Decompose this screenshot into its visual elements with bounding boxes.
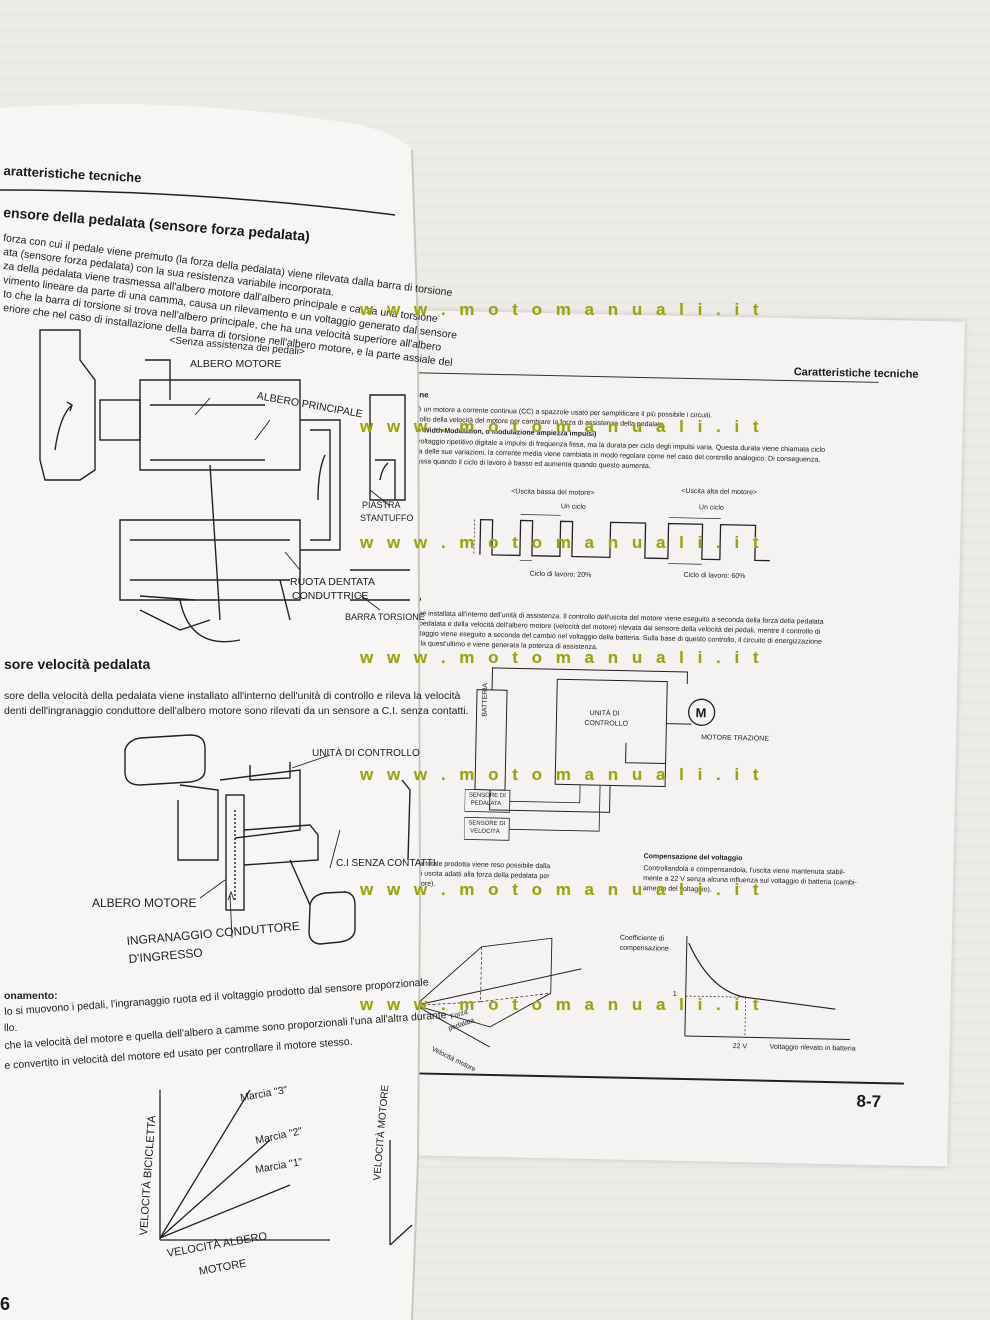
control-unit-label-1: UNITÀ DI <box>589 709 620 718</box>
right-page-number: 8-7 <box>856 1091 882 1112</box>
watermark: w w w . m o t o m a n u a l i . i t <box>360 300 764 319</box>
assist-3d-graph <box>414 910 582 1048</box>
speed-sensor-label-2: VELOCITÀ <box>470 828 500 836</box>
motor-symbol: M <box>695 705 707 721</box>
s3-line: potenza totale prodotta viene reso possi… <box>398 859 551 871</box>
right-page-header: Caratteristiche tecniche <box>793 366 919 381</box>
comp-ylabel-1: Coefficiente di <box>619 934 665 943</box>
watermark: w w w . m o t o m a n u a l i . i t <box>360 533 764 552</box>
s1-title: zione <box>408 390 429 400</box>
pwm-waveform <box>473 514 770 565</box>
watermark: w w w . m o t o m a n u a l i . i t <box>360 765 764 784</box>
pedal-sensor-label-2: PEDALATA <box>470 800 502 808</box>
watermark: w w w . m o t o m a n u a l i . i t <box>360 880 764 899</box>
pwm-high-caption: <Uscita alta del motore> <box>681 487 758 497</box>
pwm-low-caption: <Uscita bassa del motore> <box>511 488 595 498</box>
s3-line: valori di uscita adatti alla forza della… <box>398 869 550 881</box>
control-unit-label-2: CONTROLLO <box>584 719 629 728</box>
pwm-cycle-low: Un ciclo <box>560 503 586 511</box>
pwm-duty-high: Ciclo di lavoro: 60% <box>683 571 746 581</box>
right-page: Caratteristiche tecniche zione ne è un m… <box>387 310 965 1167</box>
watermark: w w w . m o t o m a n u a l i . i t <box>360 417 764 436</box>
circuit-diagram <box>463 667 716 841</box>
s4-line: Controllandola e compensandola, l'uscita… <box>643 865 846 877</box>
s4-title: Compensazione del voltaggio <box>643 853 743 863</box>
footer-rule <box>393 1071 904 1085</box>
comp-22v-label: 22 V <box>732 1043 748 1051</box>
pwm-duty-low: Ciclo di lavoro: 20% <box>529 570 592 579</box>
pwm-cycle-high: Un ciclo <box>698 504 724 512</box>
watermark: w w w . m o t o m a n u a l i . i t <box>360 648 764 667</box>
s1b-line: è bassa quando il ciclo di lavoro è bass… <box>406 458 651 471</box>
compensation-graph <box>684 936 850 1040</box>
comp-ylabel-2: compensazione <box>619 944 669 953</box>
speed-sensor-label-1: SENSORE DI <box>468 820 506 828</box>
pedal-sensor-label-1: SENSORE DI <box>468 792 506 800</box>
traction-motor-label: MOTORE TRAZIONE <box>701 734 769 743</box>
watermark: w w w . m o t o m a n u a l i . i t <box>360 995 764 1014</box>
s2-title: rollo <box>403 594 422 604</box>
battery-label: BATTERIA <box>481 682 490 717</box>
